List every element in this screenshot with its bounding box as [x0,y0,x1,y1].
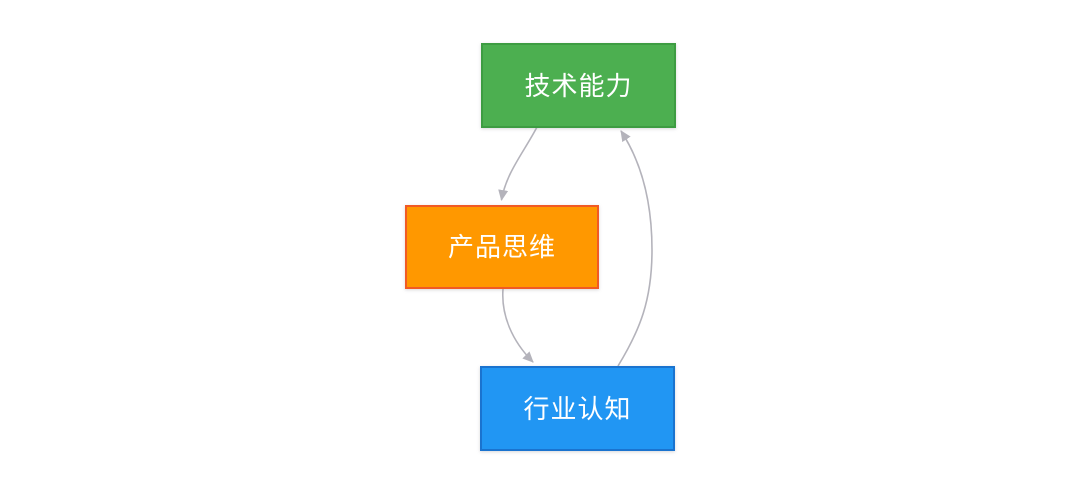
node-tech-ability: 技术能力 [481,43,676,128]
edge-tech-to-product [498,126,538,201]
node-product-thinking-label: 产品思维 [447,232,556,262]
node-tech-ability-label: 技术能力 [524,70,633,101]
edge-industry-to-tech [617,130,653,367]
edge-product-to-industry [501,288,534,363]
node-product-thinking: 产品思维 [405,205,599,289]
node-industry-knowledge-label: 行业认知 [523,393,632,424]
node-industry-knowledge: 行业认知 [480,366,675,451]
